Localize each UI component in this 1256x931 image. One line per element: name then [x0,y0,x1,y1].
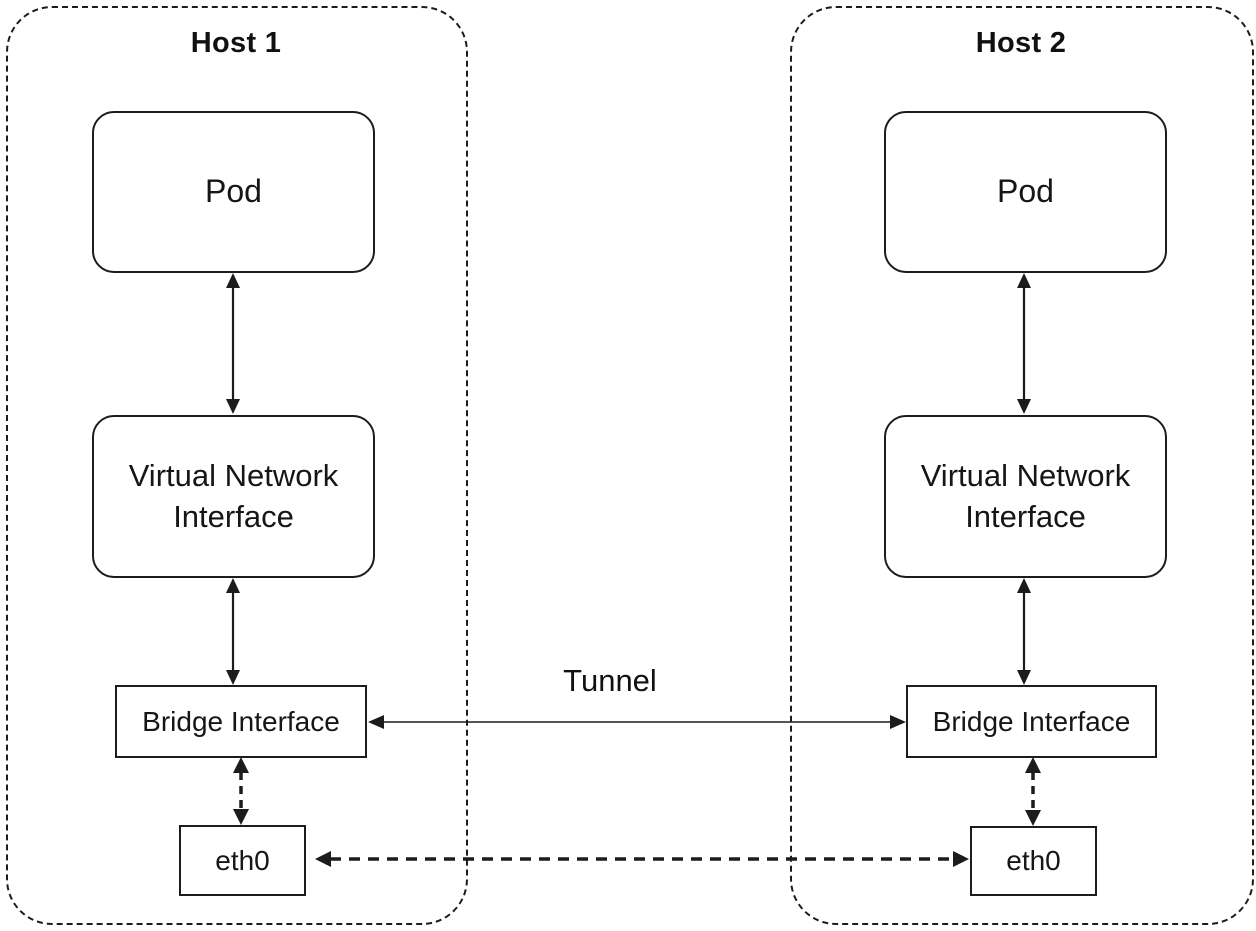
host2-pod-label: Pod [997,173,1054,210]
host2-eth0-node: eth0 [970,826,1097,896]
host1-bridge-node: Bridge Interface [115,685,367,758]
host1-eth0-node: eth0 [179,825,306,896]
host2-container [790,6,1254,925]
host1-pod-label: Pod [205,173,262,210]
host2-pod-node: Pod [884,111,1167,273]
host1-pod-node: Pod [92,111,375,273]
host1-vni-node: Virtual Network Interface [92,415,375,578]
host2-eth0-label: eth0 [1006,845,1061,877]
host1-title: Host 1 [190,27,282,59]
host1-eth0-label: eth0 [215,844,270,876]
host2-bridge-node: Bridge Interface [906,685,1157,758]
host1-container [6,6,468,925]
host1-vni-label: Virtual Network Interface [128,457,339,534]
tunnel-label: Tunnel [563,663,657,698]
host2-vni-node: Virtual Network Interface [884,415,1167,578]
host1-bridge-label: Bridge Interface [142,705,340,737]
host2-bridge-label: Bridge Interface [932,705,1131,737]
host2-title: Host 2 [975,27,1067,59]
host2-vni-label: Virtual Network Interface [920,457,1131,534]
